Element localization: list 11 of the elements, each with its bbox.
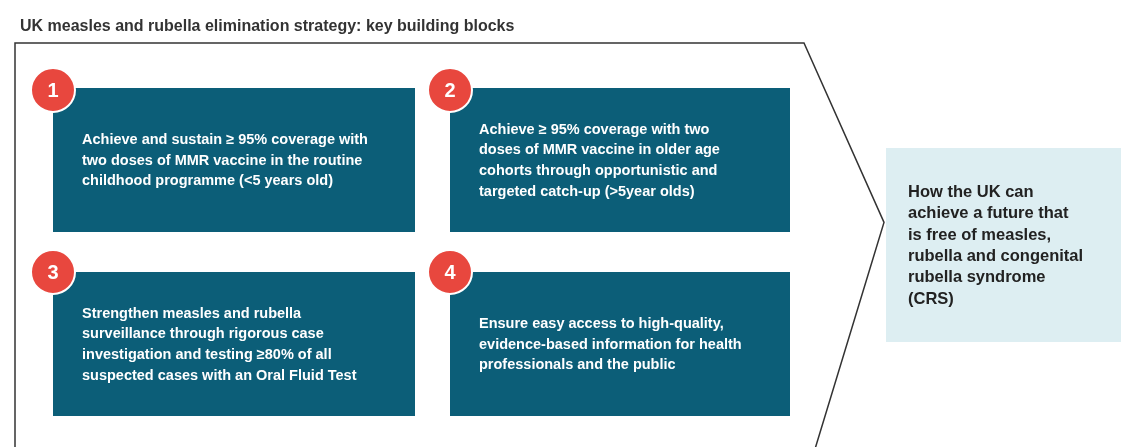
goal-box xyxy=(886,148,1121,342)
step-number: 1 xyxy=(47,78,59,102)
step-number: 2 xyxy=(444,78,456,102)
step-number: 4 xyxy=(444,260,456,284)
box-text: Strengthen measles and rubella surveillance through rigorous case investigation and testing ≥80% of all suspected cases with an Oral Fluid Test xyxy=(82,303,358,385)
box-text: Achieve and sustain ≥ 95% coverage with two doses of MMR vaccine in the routine childhood programme (<5 years old) xyxy=(82,130,369,191)
box-text: Ensure easy access to high-quality, evidence-based information for health professionals and the public xyxy=(479,314,743,375)
box-text: Achieve ≥ 95% coverage with two doses of MMR vaccine in older age cohorts through opportunistic and targeted catch-up (>5year olds) xyxy=(479,119,721,201)
step-number: 3 xyxy=(47,260,59,284)
goal-text: How the UK can achieve a future that is free of measles, rubella and congenital rubella syndrome (CRS) xyxy=(908,180,1085,309)
diagram-title: UK measles and rubella elimination strategy: key building blocks xyxy=(20,17,515,35)
